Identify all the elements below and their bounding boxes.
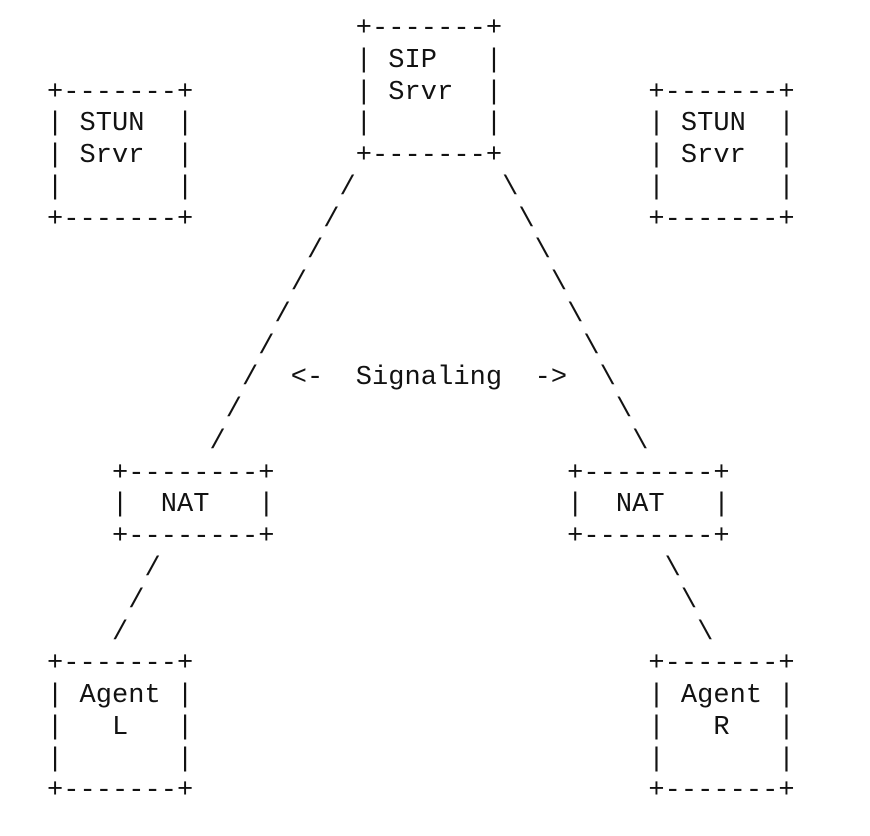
ascii-network-diagram: +-------+ | SIP | +-------+ | Srvr | +--… <box>47 14 795 807</box>
